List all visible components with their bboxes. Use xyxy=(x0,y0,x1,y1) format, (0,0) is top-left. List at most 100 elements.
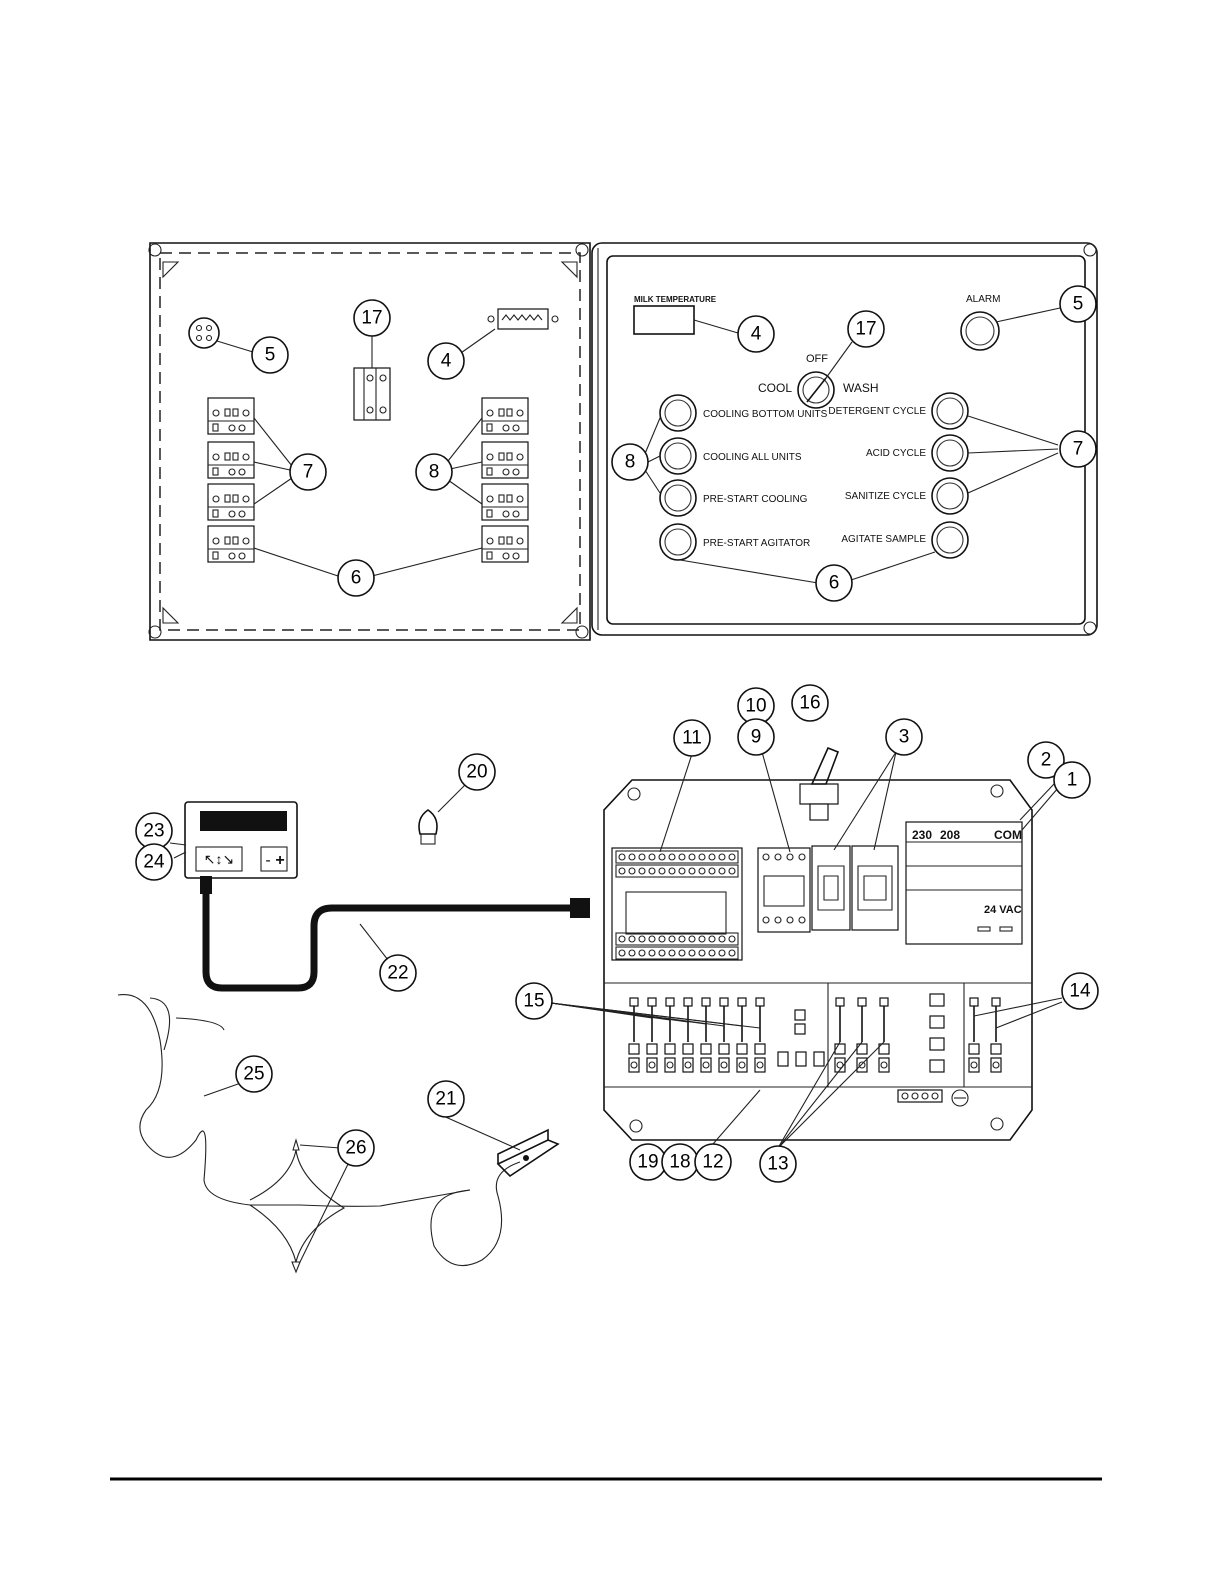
svg-text:5: 5 xyxy=(1073,294,1084,315)
milk-temperature-label: MILK TEMPERATURE xyxy=(634,295,717,304)
svg-text:17: 17 xyxy=(855,319,876,340)
cooling-all-units-label: COOLING ALL UNITS xyxy=(703,452,802,463)
callout-21: 21 xyxy=(428,1081,464,1117)
tap-208-label: 208 xyxy=(940,828,960,842)
svg-text:5: 5 xyxy=(265,345,276,366)
svg-text:23: 23 xyxy=(143,821,164,842)
svg-text:6: 6 xyxy=(351,568,362,589)
callout-4-rear: 4 xyxy=(428,343,464,379)
sanitize-cycle-label: SANITIZE CYCLE xyxy=(845,491,926,502)
svg-text:12: 12 xyxy=(702,1152,723,1173)
callout-16: 16 xyxy=(792,685,828,721)
rear-selector-switch-block xyxy=(354,368,390,420)
callout-1: 1 xyxy=(1054,762,1090,798)
svg-text:26: 26 xyxy=(345,1138,366,1159)
contactors xyxy=(812,846,898,930)
tap-com-label: COM xyxy=(994,828,1022,842)
callout-3: 3 xyxy=(886,719,922,755)
fuses-14 xyxy=(969,998,1001,1072)
svg-text:8: 8 xyxy=(625,452,636,473)
left-indicator-lamps: COOLING BOTTOM UNITS COOLING ALL UNITS P… xyxy=(660,395,828,560)
callout-17-rear: 17 xyxy=(354,300,390,336)
callout-7-front: 7 xyxy=(1060,431,1096,467)
milk-temperature-display: MILK TEMPERATURE xyxy=(634,295,717,334)
fuse-holders xyxy=(629,998,824,1072)
svg-text:7: 7 xyxy=(303,462,314,483)
svg-text:19: 19 xyxy=(637,1152,658,1173)
keypad-plus-label: + xyxy=(275,852,284,869)
controller-terminal-block xyxy=(612,848,742,960)
svg-text:24: 24 xyxy=(143,852,165,873)
svg-text:13: 13 xyxy=(767,1154,788,1175)
callout-20: 20 xyxy=(459,754,495,790)
svg-text:11: 11 xyxy=(682,728,702,749)
callout-26: 26 xyxy=(338,1130,374,1166)
temperature-probe-wire xyxy=(118,995,520,1272)
24vac-label: 24 VAC xyxy=(984,904,1022,916)
callout-11: 11 xyxy=(674,720,710,756)
svg-text:7: 7 xyxy=(1073,439,1084,460)
callout-14: 14 xyxy=(1062,973,1098,1009)
alarm-lamp: ALARM xyxy=(961,294,1000,350)
svg-text:2: 2 xyxy=(1041,750,1052,771)
relay xyxy=(758,848,810,932)
alarm-label: ALARM xyxy=(966,294,1000,305)
callout-22: 22 xyxy=(380,955,416,991)
callout-13: 13 xyxy=(760,1146,796,1182)
callout-25: 25 xyxy=(236,1056,272,1092)
callout-17-front: 17 xyxy=(848,311,884,347)
tap-230-label: 230 xyxy=(912,828,932,842)
probe-bracket xyxy=(498,1130,558,1176)
cooling-bottom-units-label: COOLING BOTTOM UNITS xyxy=(703,409,828,420)
wash-cool-selector-switch: OFF COOL WASH xyxy=(758,353,879,408)
callout-8-front: 8 xyxy=(612,444,648,480)
callout-18: 18 xyxy=(662,1144,698,1180)
callout-5-front: 5 xyxy=(1060,286,1096,322)
svg-text:14: 14 xyxy=(1069,981,1091,1002)
svg-text:6: 6 xyxy=(829,573,840,594)
callout-15: 15 xyxy=(516,983,552,1019)
rear-lamp-holders-right xyxy=(482,398,528,562)
switch-cool-label: COOL xyxy=(758,381,792,395)
temperature-controller-keypad: ↖↕↘ - + xyxy=(185,802,297,878)
svg-text:9: 9 xyxy=(751,727,762,748)
right-indicator-lamps: DETERGENT CYCLE ACID CYCLE SANITIZE CYCL… xyxy=(828,393,968,558)
fuses-13 xyxy=(835,994,944,1072)
rear-temperature-display-connector xyxy=(488,309,558,329)
svg-text:15: 15 xyxy=(523,991,544,1012)
detergent-cycle-label: DETERGENT CYCLE xyxy=(828,406,926,417)
svg-text:20: 20 xyxy=(466,762,487,783)
pre-start-cooling-label: PRE-START COOLING xyxy=(703,494,808,505)
svg-text:22: 22 xyxy=(387,963,408,984)
svg-text:8: 8 xyxy=(429,462,440,483)
acid-cycle-label: ACID CYCLE xyxy=(866,448,926,459)
svg-text:16: 16 xyxy=(799,693,820,714)
transformer: 230 208 COM 24 VAC xyxy=(906,822,1022,944)
callout-7-rear: 7 xyxy=(290,454,326,490)
svg-text:3: 3 xyxy=(899,727,910,748)
pre-start-agitator-label: PRE-START AGITATOR xyxy=(703,538,810,549)
rear-lamp-holders-left xyxy=(208,398,254,562)
lamp-terminal-block xyxy=(208,398,254,434)
callout-19: 19 xyxy=(630,1144,666,1180)
callout-9: 9 xyxy=(738,719,774,755)
callout-6-rear: 6 xyxy=(338,560,374,596)
svg-text:17: 17 xyxy=(361,308,382,329)
ground-terminal xyxy=(898,1090,968,1106)
toggle-switch xyxy=(800,748,838,820)
svg-text:21: 21 xyxy=(435,1089,456,1110)
agitate-sample-label: AGITATE SAMPLE xyxy=(841,534,926,545)
callout-6-front: 6 xyxy=(816,565,852,601)
keypad-arrows-label: ↖↕↘ xyxy=(204,851,234,867)
callout-8-rear: 8 xyxy=(416,454,452,490)
callout-5-rear: 5 xyxy=(252,337,288,373)
switch-off-label: OFF xyxy=(806,353,828,365)
svg-text:18: 18 xyxy=(669,1152,690,1173)
svg-text:4: 4 xyxy=(751,324,762,345)
callout-24: 24 xyxy=(136,844,172,880)
keypad-minus-label: - xyxy=(265,852,270,869)
svg-text:1: 1 xyxy=(1067,770,1078,791)
lamp-bulb xyxy=(419,784,466,844)
callout-4-front: 4 xyxy=(738,316,774,352)
